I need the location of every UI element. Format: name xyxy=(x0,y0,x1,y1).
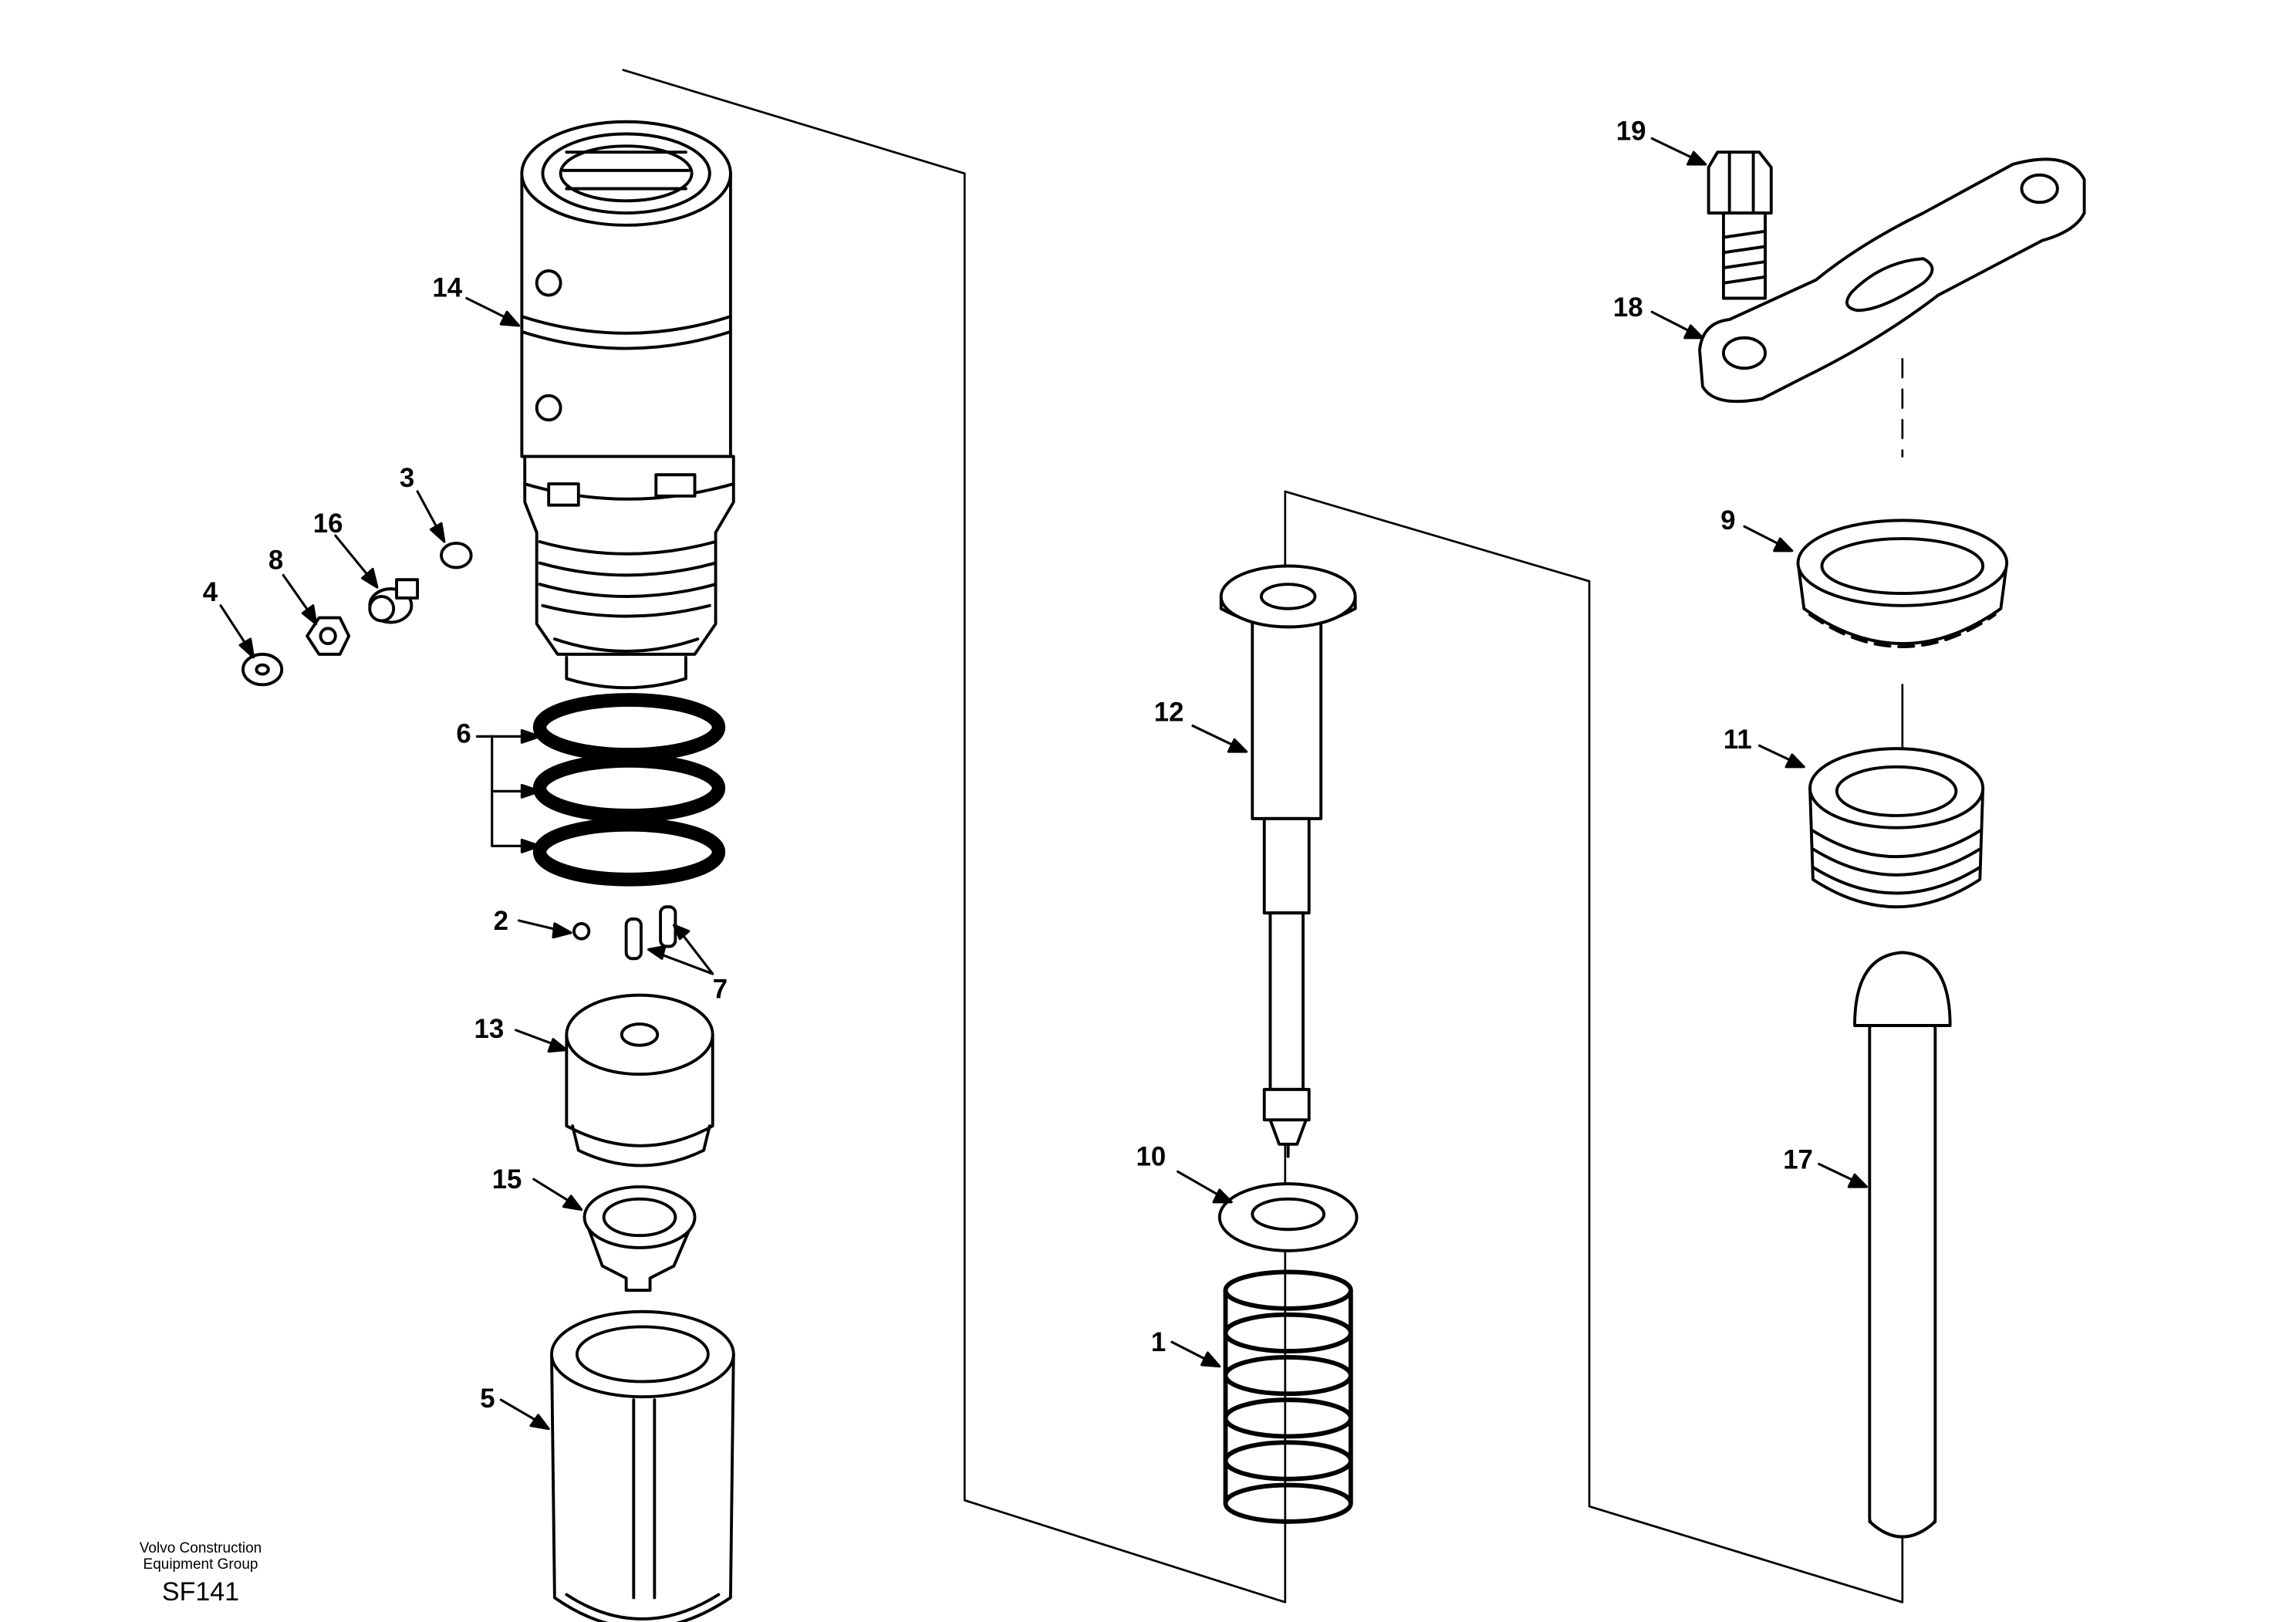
part-1-spring xyxy=(1223,1269,1353,1524)
part-17-push-rod xyxy=(1853,951,1952,1539)
figure-code: SF141 xyxy=(161,1577,240,1607)
callout-9: 9 xyxy=(1720,505,1735,536)
callout-2: 2 xyxy=(494,905,508,935)
callout-11: 11 xyxy=(1724,725,1752,755)
part-5-nozzle-nut xyxy=(550,1309,735,1622)
part-8-adapter xyxy=(306,616,351,656)
part-13-spacer xyxy=(565,993,714,1168)
callout-7: 7 xyxy=(713,974,728,1004)
callout-15: 15 xyxy=(492,1164,522,1195)
part-15-check-valve xyxy=(582,1185,697,1293)
callout-18: 18 xyxy=(1613,292,1643,323)
part-11-bushing xyxy=(1808,747,1985,909)
part-19-bolt xyxy=(1707,150,1773,300)
part-6-seal-rings xyxy=(532,693,726,887)
part-2-ball xyxy=(572,921,591,941)
callout-1: 1 xyxy=(1151,1327,1166,1357)
part-18-clamp xyxy=(1698,157,2086,404)
part-10-washer xyxy=(1217,1182,1359,1252)
callout-6: 6 xyxy=(456,718,471,748)
callout-16: 16 xyxy=(313,509,343,539)
title-block: Volvo Construction Equipment Group SF141 xyxy=(108,1540,293,1607)
part-14-injector-body xyxy=(520,120,735,690)
part-3-o-ring xyxy=(440,541,473,569)
company-name-line-1: Volvo Construction xyxy=(139,1540,262,1556)
callout-8: 8 xyxy=(268,545,283,575)
callout-5: 5 xyxy=(480,1384,495,1414)
callout-17: 17 xyxy=(1783,1144,1813,1174)
callout-4: 4 xyxy=(203,577,218,607)
part-7-pins xyxy=(624,905,677,961)
callout-13: 13 xyxy=(474,1013,505,1043)
callout-3: 3 xyxy=(400,463,414,493)
part-16-plug xyxy=(368,578,420,624)
callout-14: 14 xyxy=(432,272,462,302)
callout-19: 19 xyxy=(1616,116,1646,146)
part-4-washer xyxy=(241,652,284,687)
part-9-lock-nut xyxy=(1796,519,2009,648)
callout-12: 12 xyxy=(1154,697,1184,727)
callout-labels: 1 2 3 4 5 6 7 8 9 10 11 12 13 14 15 16 1… xyxy=(203,116,1813,1414)
callout-10: 10 xyxy=(1136,1141,1167,1171)
part-12-plunger xyxy=(1219,564,1357,1158)
callout-leaders xyxy=(219,137,1868,1431)
company-name-line-2: Equipment Group xyxy=(143,1556,258,1573)
